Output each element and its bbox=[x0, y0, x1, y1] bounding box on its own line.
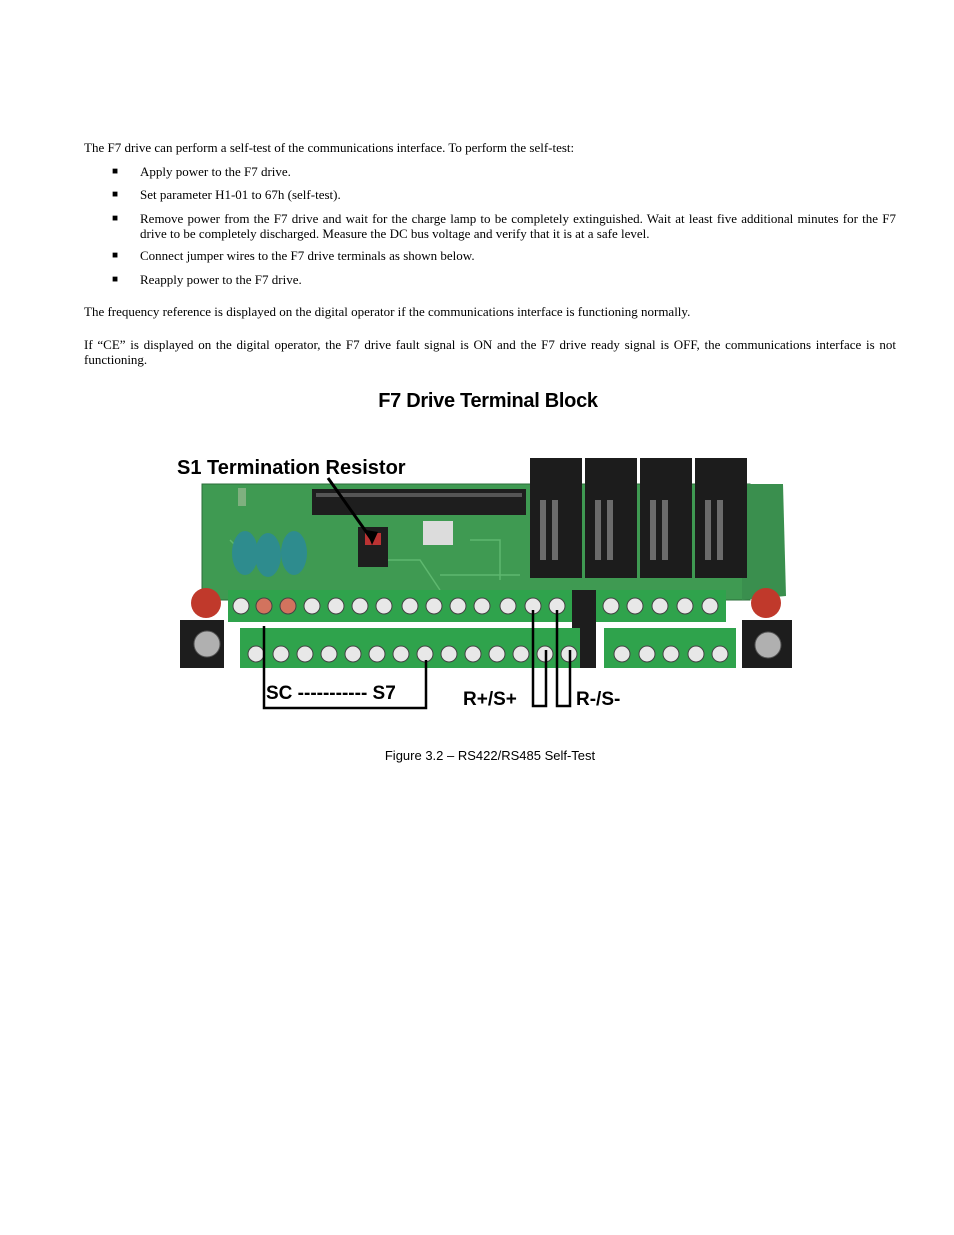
normal-operation-paragraph: The frequency reference is displayed on … bbox=[84, 304, 691, 319]
jumper-r-minus bbox=[555, 610, 572, 708]
r-minus-label: R-/S- bbox=[576, 689, 620, 710]
terminal-row-lower-left bbox=[240, 628, 580, 668]
switch-module bbox=[423, 521, 453, 545]
sc-s7-label: SC ----------- S7 bbox=[266, 683, 396, 704]
mount-screw bbox=[754, 631, 782, 659]
pcb-right-edge bbox=[742, 484, 786, 600]
jumper-sc-s7 bbox=[262, 626, 428, 710]
capacitor bbox=[255, 533, 281, 577]
pointer-arrowhead bbox=[366, 530, 378, 545]
led bbox=[238, 488, 246, 506]
relay-bank bbox=[530, 458, 747, 578]
r-plus-label: R+/S+ bbox=[463, 689, 517, 710]
terminal-screws bbox=[232, 597, 729, 663]
figure-title: F7 Drive Terminal Block bbox=[378, 390, 598, 412]
capacitor bbox=[232, 531, 258, 575]
capacitors bbox=[232, 488, 307, 577]
step-text: Reapply power to the F7 drive. bbox=[140, 272, 302, 287]
capacitor bbox=[281, 531, 307, 575]
step-text: Apply power to the F7 drive. bbox=[140, 164, 291, 179]
bullet-mark: ■ bbox=[112, 189, 119, 200]
connector-pins bbox=[316, 493, 522, 497]
step-text: Connect jumper wires to the F7 drive ter… bbox=[140, 248, 475, 263]
bullet-mark: ■ bbox=[112, 250, 119, 261]
mount-screw-left bbox=[191, 588, 221, 618]
intro-paragraph: The F7 drive can perform a self-test of … bbox=[84, 140, 575, 155]
figure-caption: Figure 3.2 – RS422/RS485 Self-Test bbox=[384, 748, 596, 763]
relay-printing bbox=[540, 500, 723, 560]
fault-paragraph: If “CE” is displayed on the digital oper… bbox=[84, 337, 896, 367]
mounting-blocks bbox=[180, 588, 792, 668]
s1-termination-label: S1 Termination Resistor bbox=[177, 457, 406, 479]
bullet-mark: ■ bbox=[112, 213, 119, 224]
bullet-mark: ■ bbox=[112, 166, 119, 177]
mount-screw bbox=[193, 630, 221, 658]
jumper-wires bbox=[262, 610, 572, 710]
step-text: Remove power from the F7 drive and wait … bbox=[140, 211, 896, 241]
bullet-mark: ■ bbox=[112, 274, 119, 285]
terminal-block-rows bbox=[228, 590, 736, 668]
pointer-line bbox=[326, 477, 374, 541]
mount-screw-right bbox=[751, 588, 781, 618]
step-text: Set parameter H1-01 to 67h (self-test). bbox=[140, 187, 341, 202]
jumper-r-plus bbox=[531, 610, 548, 708]
